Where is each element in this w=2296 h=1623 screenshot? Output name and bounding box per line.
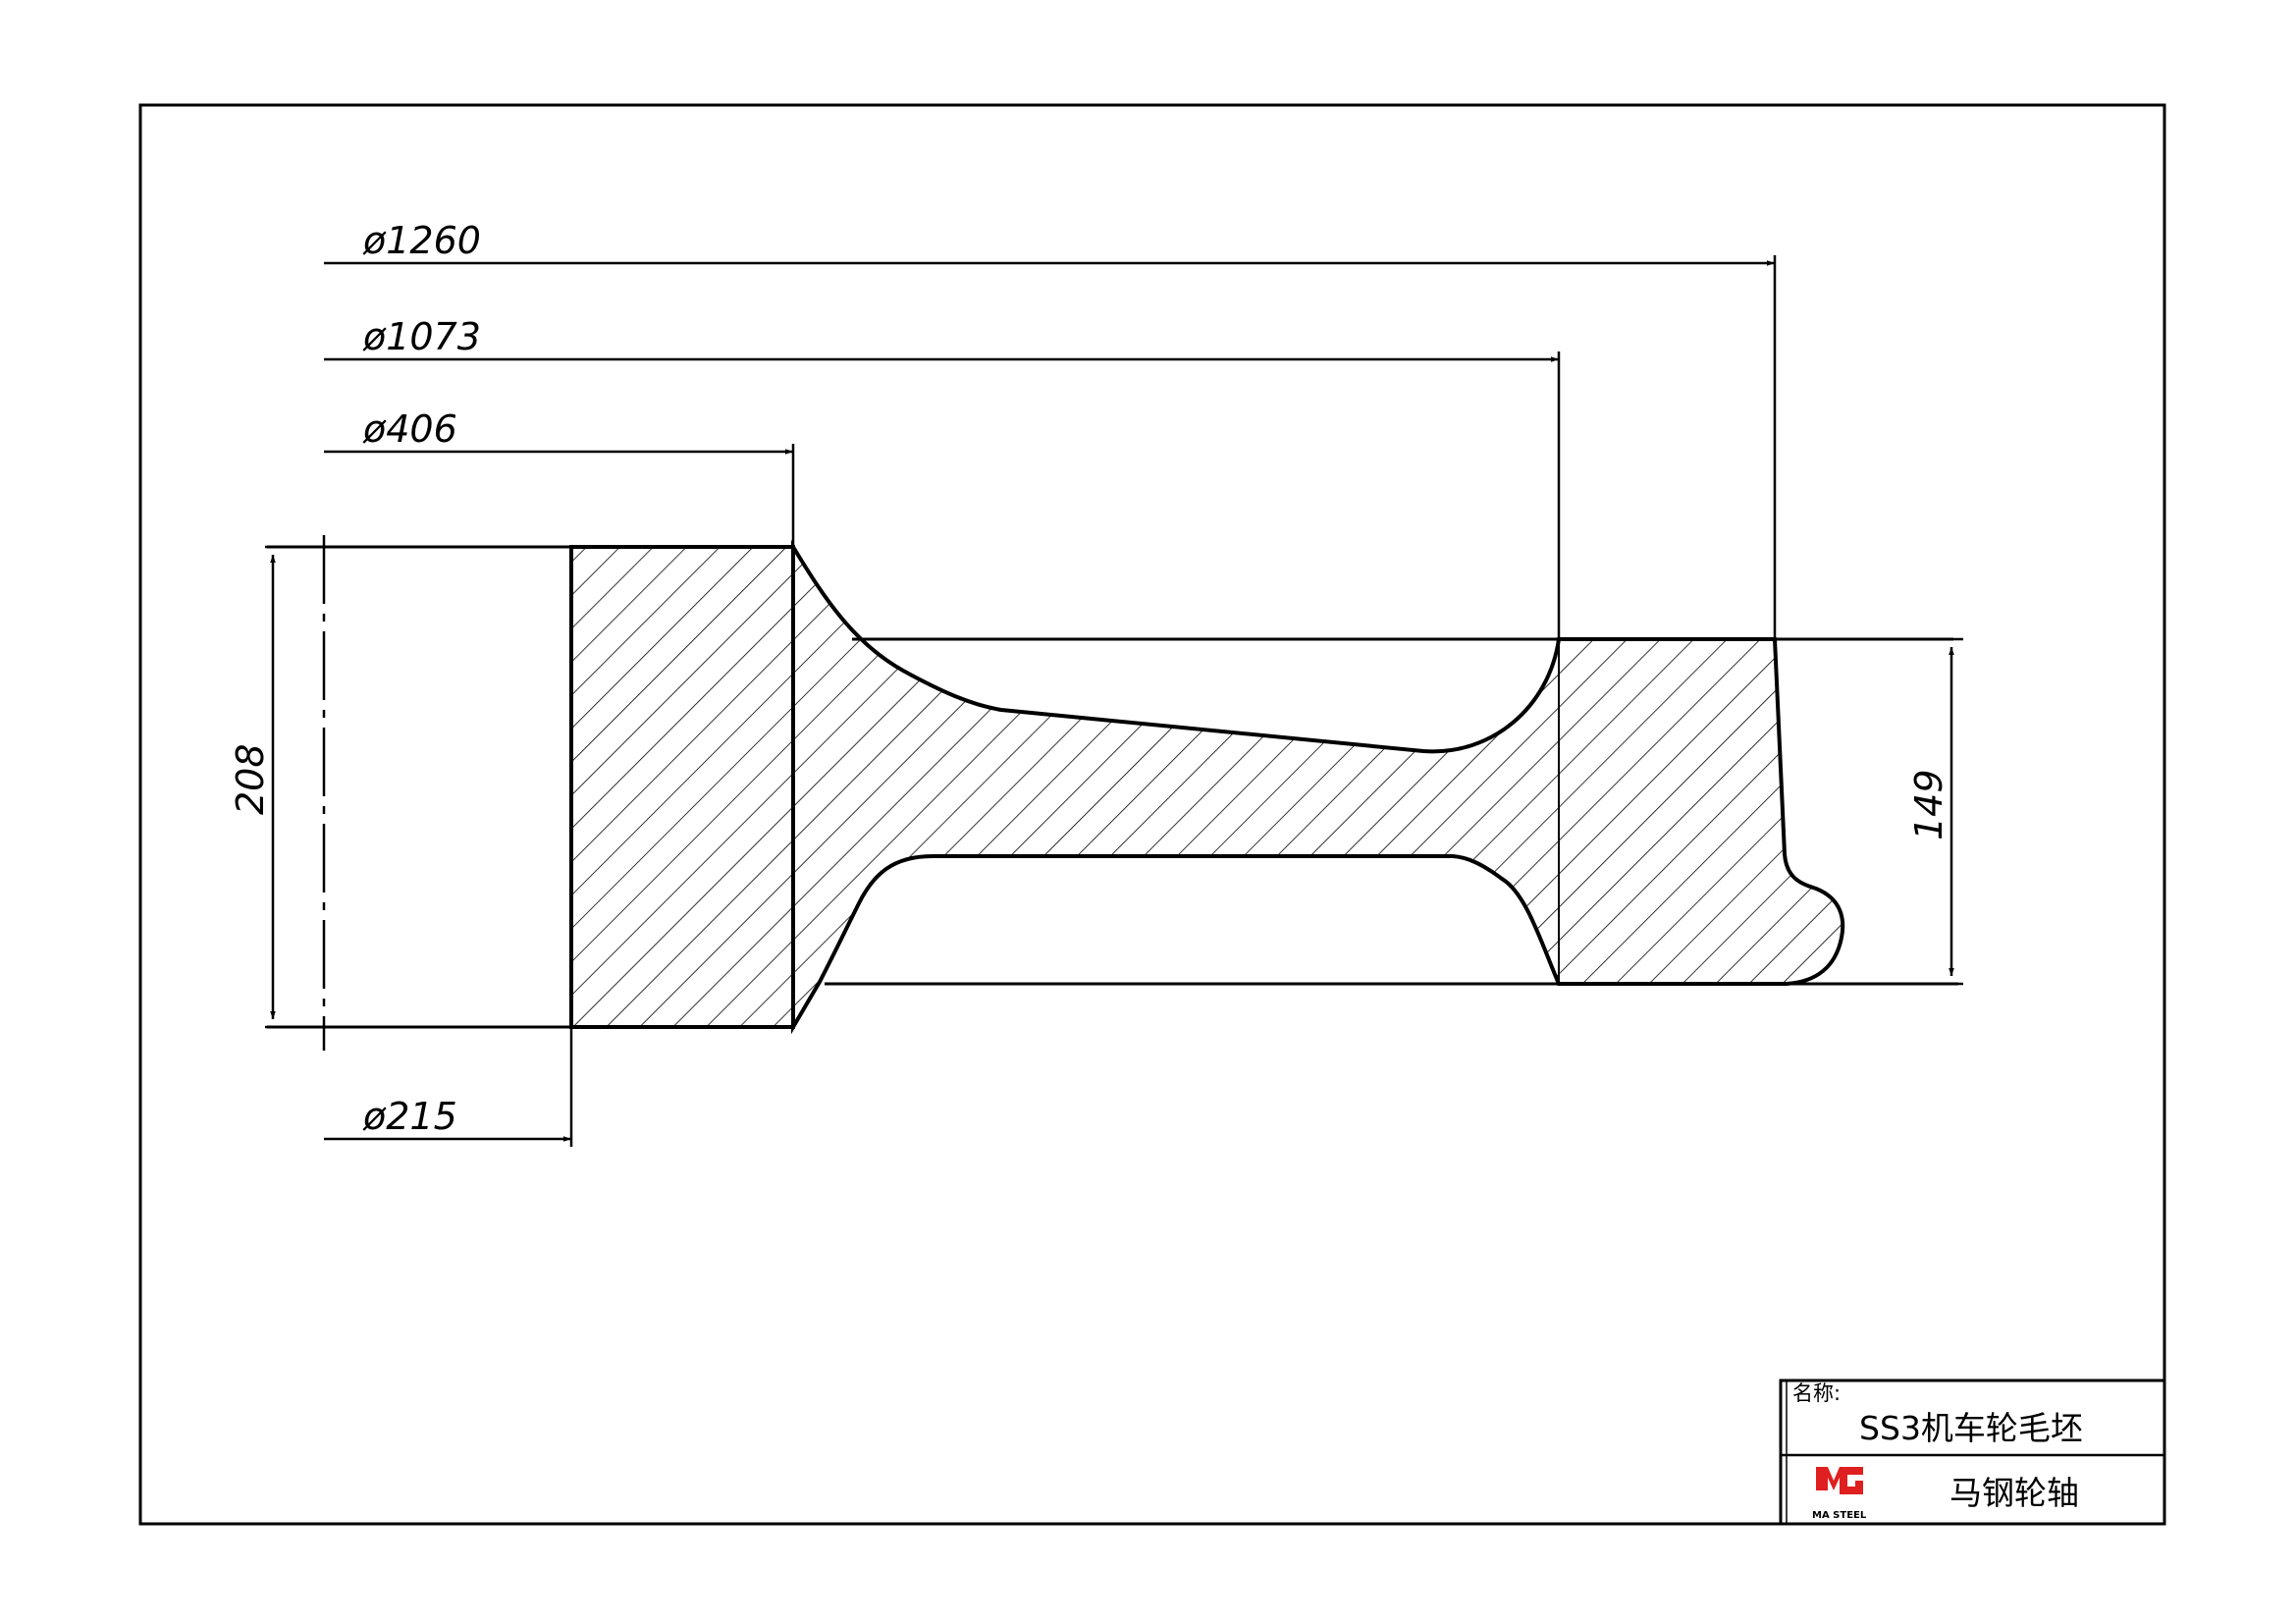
name-label: 名称: xyxy=(1792,1381,1841,1405)
dim-406-label: ø406 xyxy=(362,407,457,451)
dim-149-label: 149 xyxy=(1907,769,1950,840)
dim-208-label: 208 xyxy=(229,743,272,815)
title-block: 名称: SS3机车轮毛坯 MA STEEL 马钢轮轴 xyxy=(1779,1379,2166,1526)
logo-text: MA STEEL xyxy=(1812,1510,1867,1521)
dim-1260-label: ø1260 xyxy=(362,219,481,262)
dim-1073-label: ø1073 xyxy=(362,315,481,358)
drawing-border xyxy=(138,103,2166,1526)
logo-mark xyxy=(1816,1467,1863,1494)
part-name: SS3机车轮毛坯 xyxy=(1859,1409,2083,1447)
company-name: 马钢轮轴 xyxy=(1949,1474,2079,1512)
title-block-frame xyxy=(1779,1379,2166,1526)
hub-section xyxy=(569,545,795,1029)
masteel-logo-icon: MA STEEL xyxy=(1812,1467,1867,1521)
dim-215-label: ø215 xyxy=(362,1095,457,1138)
web-rim-section xyxy=(791,539,1845,1035)
